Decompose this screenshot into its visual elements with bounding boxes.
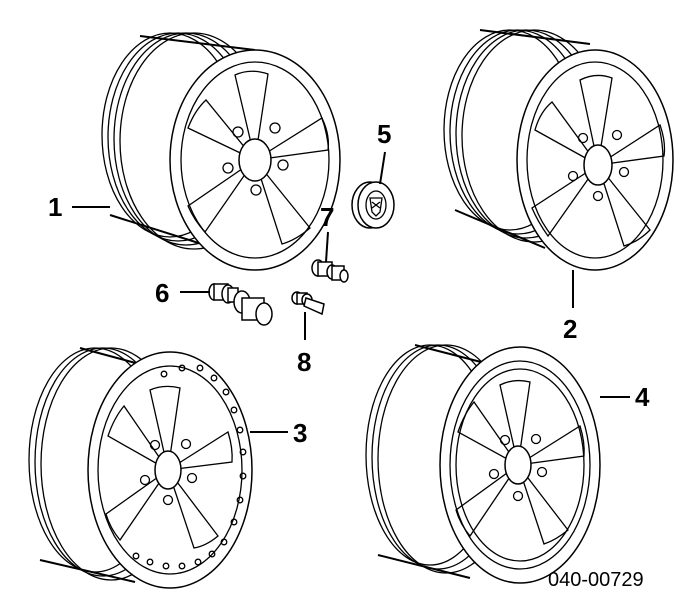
valve-stem [311,259,349,283]
callout-2: 2 [563,314,577,344]
wheel-3 [28,347,253,589]
wheel-2 [443,29,674,271]
callout-5: 5 [377,119,391,149]
callout-1: 1 [48,192,62,222]
diagram-reference-code: 040-00729 [548,569,644,591]
valve-angled [291,291,325,316]
callout-6: 6 [155,278,169,308]
valve-with-cap [208,283,273,326]
callout-4: 4 [635,382,650,412]
callout-3: 3 [293,418,307,448]
wheel-4 [365,344,601,584]
rim-bolt-ring [132,364,247,570]
callout-8: 8 [297,347,311,377]
callout-7: 7 [320,202,334,232]
wheel-1 [101,32,341,271]
hub-cap [351,181,395,229]
leader-lines [72,151,630,433]
